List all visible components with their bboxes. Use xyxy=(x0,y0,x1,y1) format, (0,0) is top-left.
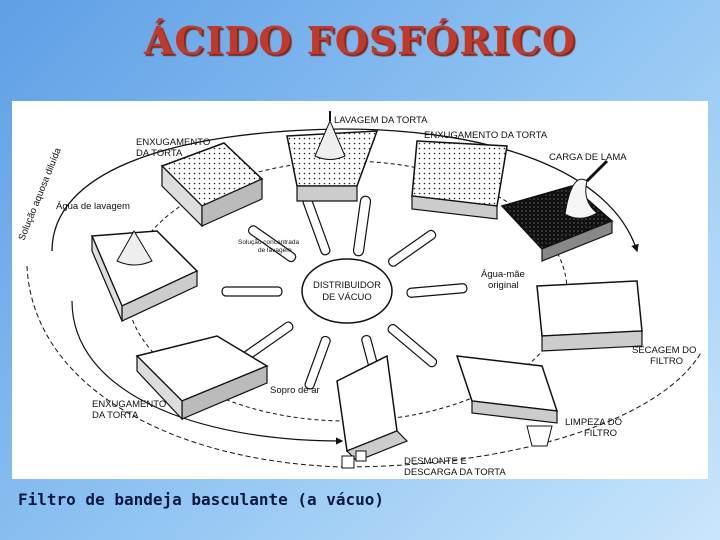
diagram-label: LAVAGEM DA TORTA xyxy=(334,115,428,126)
tray-left xyxy=(92,231,197,321)
diagram-label: Água de lavagem xyxy=(56,201,130,212)
figure-caption: Filtro de bandeja basculante (a vácuo) xyxy=(18,490,384,509)
diagram-label: DISTRIBUIDOR xyxy=(313,280,381,291)
diagram-label: LIMPEZA DO xyxy=(565,417,622,428)
diagram-label: CARGA DE LAMA xyxy=(549,152,627,163)
diagram-label: DE VÁCUO xyxy=(322,292,372,303)
filter-diagram: DISTRIBUIDOR DE VÁCUO xyxy=(12,101,708,479)
diagram-label: DA TORTA xyxy=(92,410,139,421)
diagram-label: Sopro de ar xyxy=(270,385,320,396)
diagram-label: DESCARGA DA TORTA xyxy=(404,467,506,478)
diagram-label: FILTRO xyxy=(650,356,683,367)
diagram-label: Solução aquosa diluída xyxy=(17,146,64,242)
diagram-label: ENXUGAMENTO DA TORTA xyxy=(424,130,548,141)
page-title: ÁCIDO FOSFÓRICO xyxy=(0,18,720,63)
diagram-label: DA TORTA xyxy=(136,148,183,159)
diagram-label: ENXUGAMENTO xyxy=(92,399,166,410)
diagram-label: original xyxy=(488,280,519,291)
tray-bottom-right xyxy=(457,356,557,446)
diagram-label: FILTRO xyxy=(584,428,617,439)
diagram-label: de lavagem xyxy=(258,247,292,254)
diagram-label: Solução concentrada xyxy=(238,239,299,246)
diagram-label: Água-mãe xyxy=(481,269,525,280)
tray-top-right xyxy=(412,141,507,219)
vacuum-distributor: DISTRIBUIDOR DE VÁCUO xyxy=(302,259,392,323)
tray-right-middle xyxy=(537,281,642,351)
tray-right-loading xyxy=(502,161,612,261)
diagram-label: ENXUGAMENTO xyxy=(136,137,210,148)
tray-bottom-center xyxy=(337,356,407,468)
diagram-label: SECAGEM DO xyxy=(632,345,696,356)
diagram-label: DESMONTE E xyxy=(404,456,467,467)
